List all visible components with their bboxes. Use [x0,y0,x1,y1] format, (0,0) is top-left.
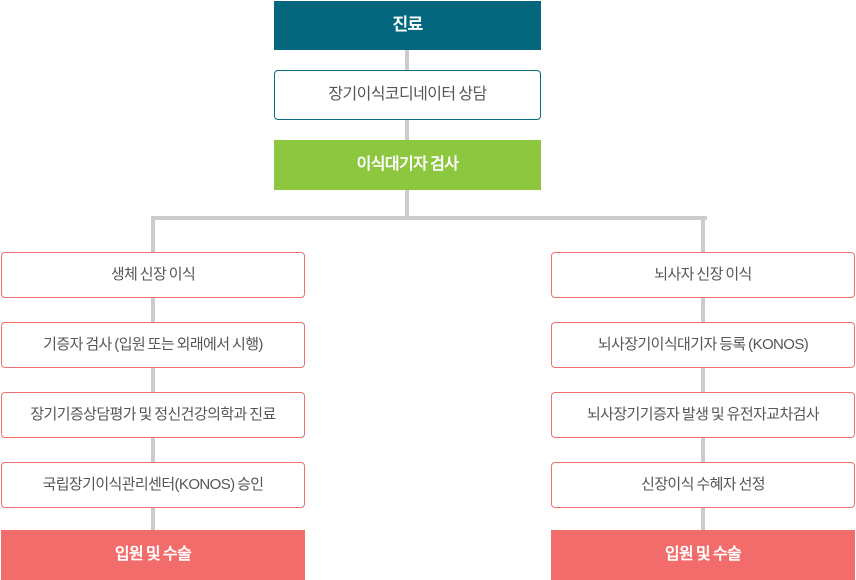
node-deceased-kidney-transplant: 뇌사자 신장 이식 [551,252,855,298]
node-living-kidney-transplant: 생체 신장 이식 [1,252,305,298]
connector-line [405,190,409,217]
node-konos-waitlist-registration: 뇌사장기이식대기자 등록 (KONOS) [551,322,855,368]
connector-branch-line [151,216,707,220]
connector-line [701,298,705,322]
connector-line [151,368,155,392]
node-donor-occurrence-crossmatch: 뇌사장기기증자 발생 및 유전자교차검사 [551,392,855,438]
node-recipient-test: 이식대기자 검사 [274,140,541,190]
node-donor-counsel-psychiatry: 장기기증상담평가 및 정신건강의학과 진료 [1,392,305,438]
node-coordinator-consult: 장기이식코디네이터 상담 [274,70,541,120]
connector-line [151,508,155,530]
connector-line [151,220,155,252]
node-konos-approval: 국립장기이식관리센터(KONOS) 승인 [1,462,305,508]
connector-line [701,508,705,530]
connector-line [701,438,705,462]
connector-line [701,220,705,252]
connector-line [151,298,155,322]
node-recipient-selection: 신장이식 수혜자 선정 [551,462,855,508]
connector-line [701,368,705,392]
connector-line [405,120,409,140]
connector-line [151,438,155,462]
node-diagnosis: 진료 [274,1,541,50]
node-admission-surgery-right: 입원 및 수술 [551,530,855,580]
node-admission-surgery-left: 입원 및 수술 [1,530,305,580]
node-donor-examination: 기증자 검사 (입원 또는 외래에서 시행) [1,322,305,368]
connector-line [405,50,409,70]
